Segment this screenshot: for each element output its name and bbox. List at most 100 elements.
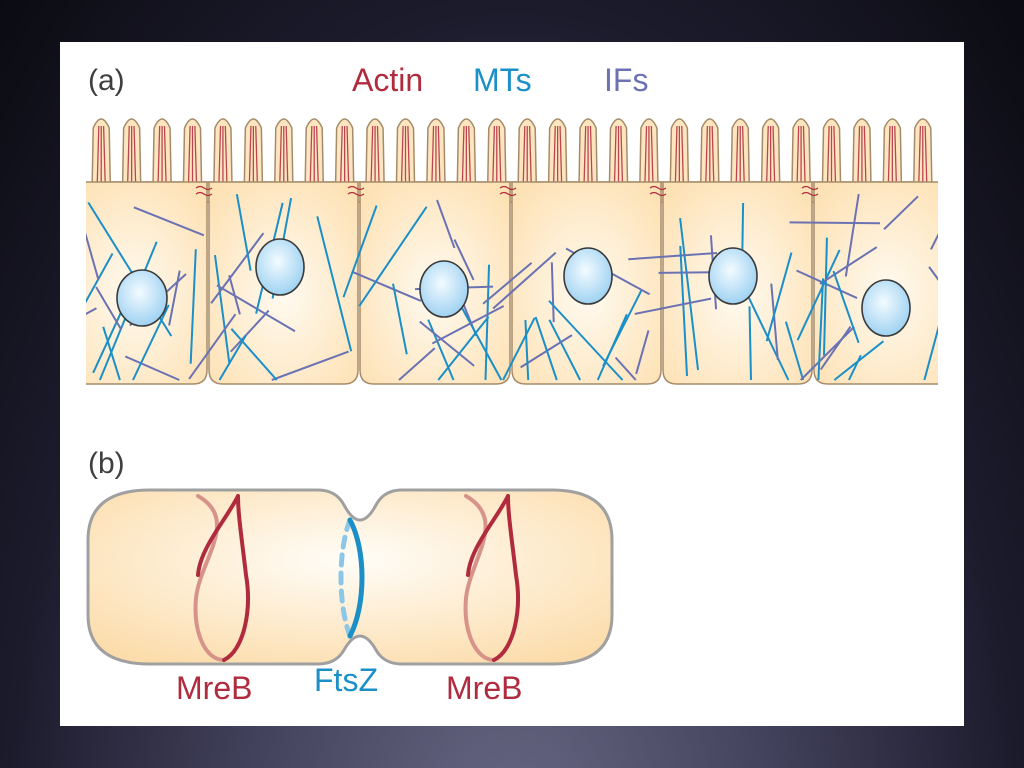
actin-bundle <box>857 125 861 185</box>
actin-bundle <box>187 125 191 185</box>
actin-bundle <box>583 125 587 185</box>
microtubule <box>784 321 805 381</box>
actin-bundle <box>492 125 496 185</box>
nucleus <box>116 269 168 327</box>
microtubule <box>392 283 408 355</box>
intermediate-filament <box>550 262 555 323</box>
actin-bundle <box>248 125 252 185</box>
intermediate-filament <box>398 347 436 381</box>
intermediate-filament <box>844 193 860 277</box>
microtubule <box>189 249 197 364</box>
actin-bundle <box>918 125 922 185</box>
dividing-bacterium <box>86 488 614 666</box>
intermediate-filament <box>216 284 296 333</box>
intermediate-filament <box>124 355 180 381</box>
microtubule <box>765 252 793 342</box>
intermediate-filament <box>930 233 938 250</box>
microtubule <box>524 320 530 381</box>
actin-bundle <box>826 125 830 185</box>
microtubule <box>923 325 938 381</box>
ftsz-ring <box>338 517 365 639</box>
actin-bundle <box>863 125 867 185</box>
microtubule <box>235 193 252 271</box>
intermediate-filament <box>168 270 181 326</box>
intermediate-filament <box>819 326 852 370</box>
actin-bundle <box>552 125 556 185</box>
actin-bundle <box>802 125 806 185</box>
actin-bundle <box>96 125 100 185</box>
actin-bundle <box>407 125 411 185</box>
microtubule <box>534 316 558 381</box>
actin-bundle <box>285 125 289 185</box>
intermediate-filament <box>133 206 205 237</box>
microtubule <box>748 306 752 381</box>
actin-bundle <box>887 125 891 185</box>
microtubule <box>548 300 624 381</box>
intermediate-filament <box>210 232 265 304</box>
microtubule <box>132 304 170 381</box>
microtubule <box>316 216 353 352</box>
intermediate-filament <box>634 297 712 315</box>
mreb-left-label: MreB <box>176 670 253 706</box>
microtubule <box>427 319 455 381</box>
microtubule <box>213 255 231 365</box>
adhesion-junction <box>649 185 667 197</box>
actin-bundle <box>522 125 526 185</box>
microtubule <box>596 313 628 381</box>
actin-bundle <box>102 125 106 185</box>
nuclei <box>116 238 911 337</box>
adhesion-junction <box>347 185 365 197</box>
actin-bundle <box>613 125 617 185</box>
actin-bundle <box>163 125 167 185</box>
microtubule <box>218 334 247 381</box>
intermediate-filament <box>789 221 881 225</box>
nucleus <box>255 238 305 296</box>
microtubule <box>484 264 491 381</box>
legend-intermediate-filaments: IFs <box>604 62 649 98</box>
intermediate-filament <box>635 330 650 375</box>
actin-bundle <box>711 125 715 185</box>
actin-bundle <box>620 125 624 185</box>
intermediate-filament <box>431 305 505 345</box>
actin-bundle <box>735 125 739 185</box>
actin-bundle <box>741 125 745 185</box>
microtubule <box>86 253 114 304</box>
actin-bundle <box>437 125 441 185</box>
actin-bundle <box>346 125 350 185</box>
intermediate-filament <box>419 320 475 367</box>
actin-bundle <box>255 125 259 185</box>
nucleus <box>563 247 613 305</box>
ftsz-label: FtsZ <box>314 662 378 698</box>
adhesion-junction <box>195 185 213 197</box>
microtubule <box>679 245 689 377</box>
adhesion-junctions <box>195 185 819 197</box>
intermediate-filament <box>453 239 475 281</box>
actin-bundle <box>650 125 654 185</box>
microtubule <box>548 319 582 381</box>
adhesion-junction <box>499 185 517 197</box>
actin-bundle <box>370 125 374 185</box>
actin-bundle <box>309 125 313 185</box>
actin-bundle <box>126 125 130 185</box>
actin-bundle <box>279 125 283 185</box>
intermediate-filament <box>482 262 533 305</box>
actin-bundle <box>194 125 198 185</box>
intermediate-filament <box>229 309 270 353</box>
mreb-filament-left <box>193 494 250 662</box>
actin-bundle <box>924 125 928 185</box>
mreb-filament-right <box>463 494 520 662</box>
microtubule <box>822 237 828 356</box>
actin-bundle <box>589 125 593 185</box>
actin-bundle <box>674 125 678 185</box>
microtubule <box>679 217 700 371</box>
microtubule <box>833 340 885 381</box>
intermediate-filament <box>883 195 919 230</box>
epithelial-cell-layer <box>86 118 938 385</box>
bacterium-outline <box>86 488 614 666</box>
nucleus <box>861 279 911 337</box>
actin-bundle <box>644 125 648 185</box>
nucleus <box>708 247 758 305</box>
intermediate-filament <box>271 350 349 381</box>
intermediate-filament <box>95 286 122 330</box>
